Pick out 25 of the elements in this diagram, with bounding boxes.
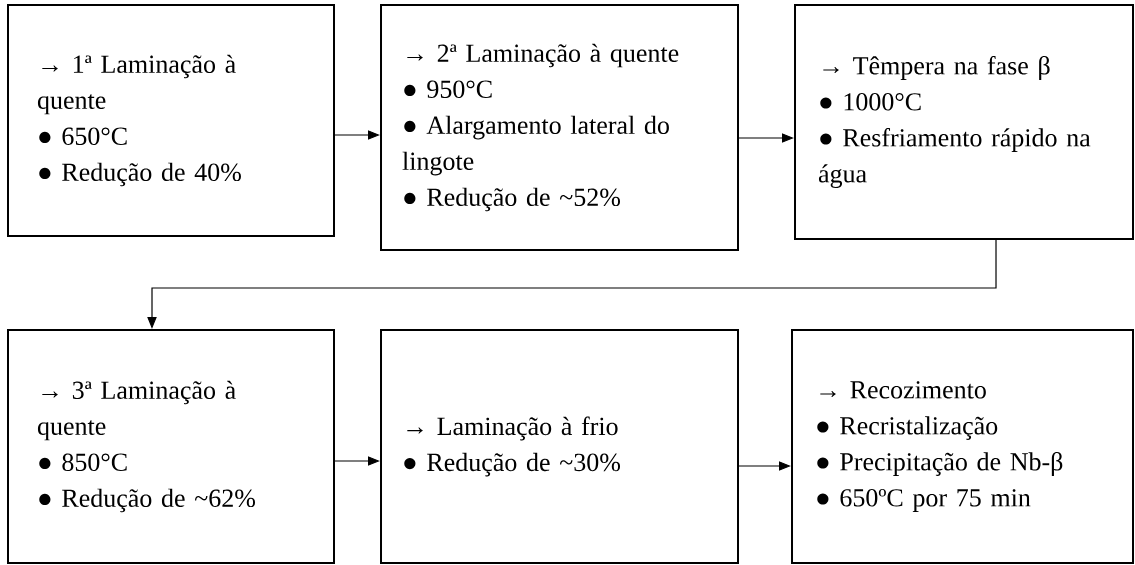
step-heading: → 3ª Laminação à quente [37, 380, 236, 441]
step-heading: → 1ª Laminação à quente [37, 54, 236, 115]
bullet-item: ● 950°C [404, 80, 492, 99]
bullet-item: ● 650ºC por 75 min [817, 489, 1031, 512]
bullet-item: ● Redução de ~62% [39, 488, 256, 513]
step-heading: → Têmpera na fase β [823, 56, 1050, 80]
process-box [7, 329, 335, 564]
bullet-item: ● Redução de ~30% [404, 452, 621, 477]
bullet-item: ● Redução de ~52% [404, 187, 621, 212]
step-heading: → Laminação à frio [407, 416, 618, 441]
bullet-item: ● Resfriamento rápido na água [818, 128, 1091, 188]
bullet-item: ● Precipitação de Nb-β [817, 452, 1063, 476]
bullet-item: ● 650°C [39, 127, 127, 146]
process-box [791, 329, 1134, 564]
step-heading: → 2ª Laminação à quente [407, 43, 679, 68]
bullet-item: ● Alargamento lateral do lingote [402, 115, 669, 176]
process-box [380, 329, 739, 564]
process-box [7, 4, 335, 237]
process-box [380, 4, 739, 251]
step-heading: → Recozimento [820, 381, 986, 399]
bullet-item: ● Recristalização [817, 416, 998, 440]
bullet-item: ● 850°C [39, 453, 127, 472]
bullet-item: ● 1000°C [820, 93, 921, 111]
bullet-item: ● Redução de 40% [39, 162, 241, 187]
process-box [794, 4, 1134, 240]
